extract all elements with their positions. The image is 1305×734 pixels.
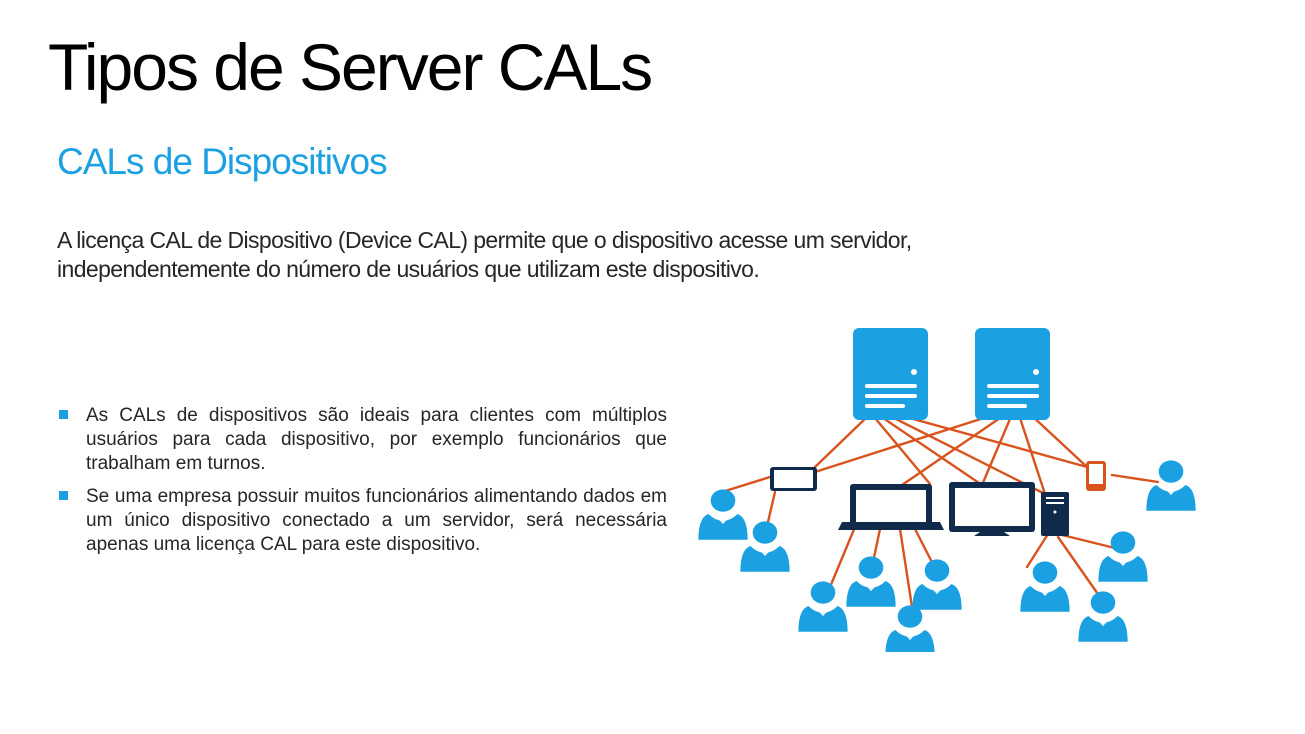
laptop-icon bbox=[838, 484, 944, 530]
user-icon bbox=[846, 556, 896, 607]
user-icon bbox=[1078, 591, 1128, 642]
tablet-icon bbox=[770, 467, 817, 491]
user-icon bbox=[912, 559, 962, 610]
user-icon bbox=[1146, 460, 1196, 511]
bullet-list: As CALs de dispositivos são ideais para … bbox=[57, 404, 667, 566]
network-diagram bbox=[698, 328, 1196, 652]
phone-icon bbox=[1086, 461, 1106, 491]
server-icon bbox=[853, 328, 928, 420]
bullet-text: As CALs de dispositivos são ideais para … bbox=[86, 405, 667, 474]
user-icon bbox=[740, 521, 790, 572]
slide-subtitle: CALs de Dispositivos bbox=[57, 141, 388, 182]
tower-pc-icon bbox=[1041, 492, 1069, 536]
user-icon bbox=[1020, 561, 1070, 612]
bullet-item: Se uma empresa possuir muitos funcionári… bbox=[57, 485, 667, 557]
intro-paragraph: A licença CAL de Dispositivo (Device CAL… bbox=[57, 227, 912, 282]
user-icon bbox=[885, 605, 935, 652]
server-icon bbox=[975, 328, 1050, 420]
monitor-icon bbox=[949, 482, 1035, 536]
slide-title: Tipos de Server CALs bbox=[48, 30, 653, 104]
bullet-square-icon bbox=[59, 491, 68, 500]
user-icon bbox=[1098, 531, 1148, 582]
bullet-square-icon bbox=[59, 410, 68, 419]
user-icon bbox=[698, 489, 748, 540]
connection-lines bbox=[720, 410, 1160, 609]
user-icon bbox=[798, 581, 848, 632]
bullet-text: Se uma empresa possuir muitos funcionári… bbox=[86, 486, 667, 555]
bullet-item: As CALs de dispositivos são ideais para … bbox=[57, 404, 667, 476]
